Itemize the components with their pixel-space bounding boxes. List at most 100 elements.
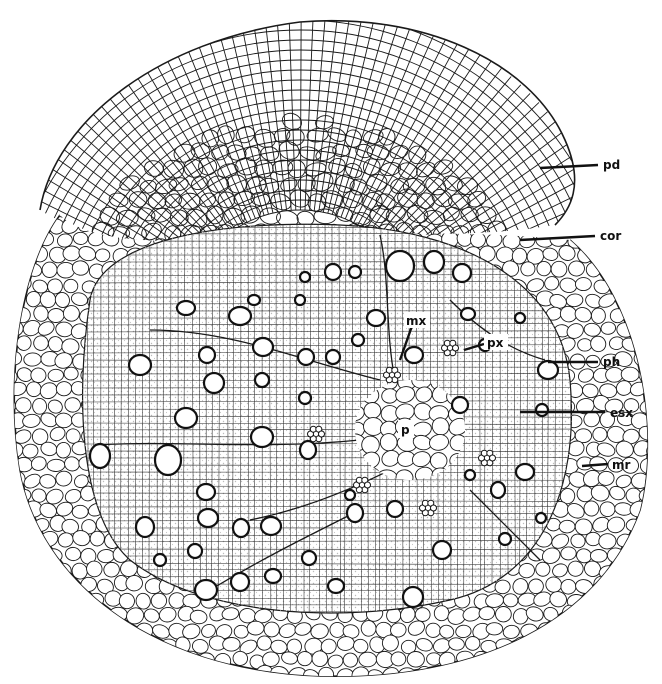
cortex-cell	[48, 308, 65, 323]
xylem-vessel	[231, 573, 249, 591]
cortex-cell	[32, 398, 47, 415]
xylem-vessel	[424, 251, 444, 273]
xylem-vessel	[515, 313, 525, 323]
cortex-cell	[486, 623, 503, 635]
xylem-vessel	[536, 404, 548, 416]
xylem-vessel	[90, 444, 110, 468]
xylem-vessel	[136, 517, 154, 537]
protoxylem-cell	[490, 455, 496, 461]
xylem-vessel	[433, 541, 451, 559]
xylem-vessel	[302, 551, 316, 565]
label-pd: pd	[603, 158, 620, 172]
cortex-cell	[415, 607, 431, 622]
xylem-vessel	[265, 569, 281, 583]
label-px: px	[487, 336, 504, 350]
xylem-vessel	[197, 484, 215, 500]
xylem-vessel	[251, 427, 273, 447]
cortex-cell	[72, 505, 88, 518]
xylem-vessel	[536, 513, 546, 523]
cortex-cell	[42, 262, 57, 278]
xylem-vessel	[154, 554, 166, 566]
label-mr: mr	[612, 458, 631, 472]
xylem-vessel	[298, 349, 314, 365]
cortex-cell	[361, 620, 377, 636]
cortex-cell	[528, 579, 543, 594]
xylem-vessel	[367, 310, 385, 326]
cortex-cell	[621, 367, 640, 382]
xylem-vessel	[175, 408, 197, 428]
cortex-cell	[330, 622, 345, 637]
cortex-cell	[537, 261, 551, 276]
label-p: p	[401, 423, 410, 437]
xylem-vessel	[325, 264, 341, 280]
xylem-vessel	[198, 509, 218, 527]
cortex-cell	[425, 623, 441, 638]
xylem-vessel	[453, 264, 471, 282]
cortex-cell	[63, 305, 79, 321]
xylem-vessel	[516, 464, 534, 480]
xylem-vessel	[233, 519, 249, 537]
xylem-vessel	[295, 295, 305, 305]
cortex-cell	[95, 249, 110, 263]
xylem-vessel	[386, 251, 414, 281]
xylem-vessel	[403, 587, 423, 607]
xylem-vessel	[229, 307, 251, 325]
label-esx: esx	[610, 406, 633, 420]
cortex-cell	[222, 637, 240, 651]
protoxylem-cell	[453, 345, 459, 351]
xylem-vessel	[347, 504, 363, 522]
xylem-vessel	[261, 517, 281, 535]
xylem-vessel	[299, 392, 311, 404]
xylem-vessel	[204, 373, 224, 393]
cortex-cell	[234, 625, 249, 639]
xylem-vessel	[499, 533, 511, 545]
cortex-cell	[23, 352, 41, 366]
xylem-vessel	[387, 501, 403, 517]
cortex-cell	[590, 550, 607, 563]
cortex-cell	[61, 338, 79, 354]
cortex-cell	[264, 622, 280, 637]
xylem-vessel	[300, 272, 310, 282]
xylem-vessel	[195, 580, 217, 600]
cortex-cell	[434, 605, 449, 621]
xylem-vessel	[328, 579, 344, 593]
cortex-cell	[247, 621, 264, 636]
pith-cell	[363, 417, 383, 435]
cortex-cell	[605, 367, 623, 382]
xylem-vessel	[461, 308, 475, 320]
cortex-cell	[578, 339, 592, 351]
xylem-vessel	[188, 544, 202, 558]
xylem-vessel	[452, 397, 468, 413]
pith-cell	[364, 402, 381, 419]
xylem-vessel	[465, 470, 475, 480]
protoxylem-cell	[319, 431, 325, 437]
xylem-vessel	[177, 301, 195, 315]
xylem-vessel	[300, 441, 316, 459]
cortex-cell	[559, 520, 575, 533]
xylem-vessel	[405, 347, 423, 363]
cortex-cell	[407, 651, 425, 667]
xylem-vessel	[155, 445, 181, 475]
xylem-vessel	[255, 373, 269, 387]
pith-cell	[380, 433, 398, 451]
protoxylem-cell	[365, 482, 371, 488]
xylem-vessel	[129, 355, 151, 375]
label-cor: cor	[600, 229, 621, 243]
cortex-cell	[495, 606, 511, 622]
protoxylem-cell	[395, 372, 401, 378]
xylem-vessel	[538, 361, 558, 379]
xylem-vessel	[349, 266, 361, 278]
xylem-vessel	[326, 350, 340, 364]
xylem-vessel	[345, 490, 355, 500]
xylem-vessel	[352, 334, 364, 346]
cortex-cell	[63, 246, 81, 262]
cortex-cell	[575, 277, 591, 291]
cortex-cell	[359, 652, 377, 667]
cortex-cell	[591, 308, 605, 323]
label-ph: ph	[603, 355, 620, 369]
xylem-vessel	[253, 338, 273, 356]
xylem-vessel	[199, 347, 215, 363]
label-mx: mx	[406, 314, 427, 328]
xylem-vessel	[248, 295, 260, 305]
